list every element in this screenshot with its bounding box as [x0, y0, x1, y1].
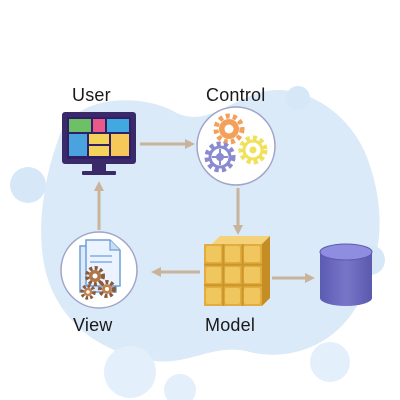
view-label: View [73, 315, 113, 335]
control-label: Control [206, 85, 266, 105]
user-label: User [72, 85, 111, 105]
database-icon [319, 243, 373, 306]
monitor-icon [62, 112, 136, 175]
document-gear-icon [60, 231, 138, 309]
cube-grid-icon [204, 236, 270, 306]
model-label: Model [205, 315, 256, 335]
arrows [94, 139, 315, 283]
gears-icon [196, 106, 276, 186]
